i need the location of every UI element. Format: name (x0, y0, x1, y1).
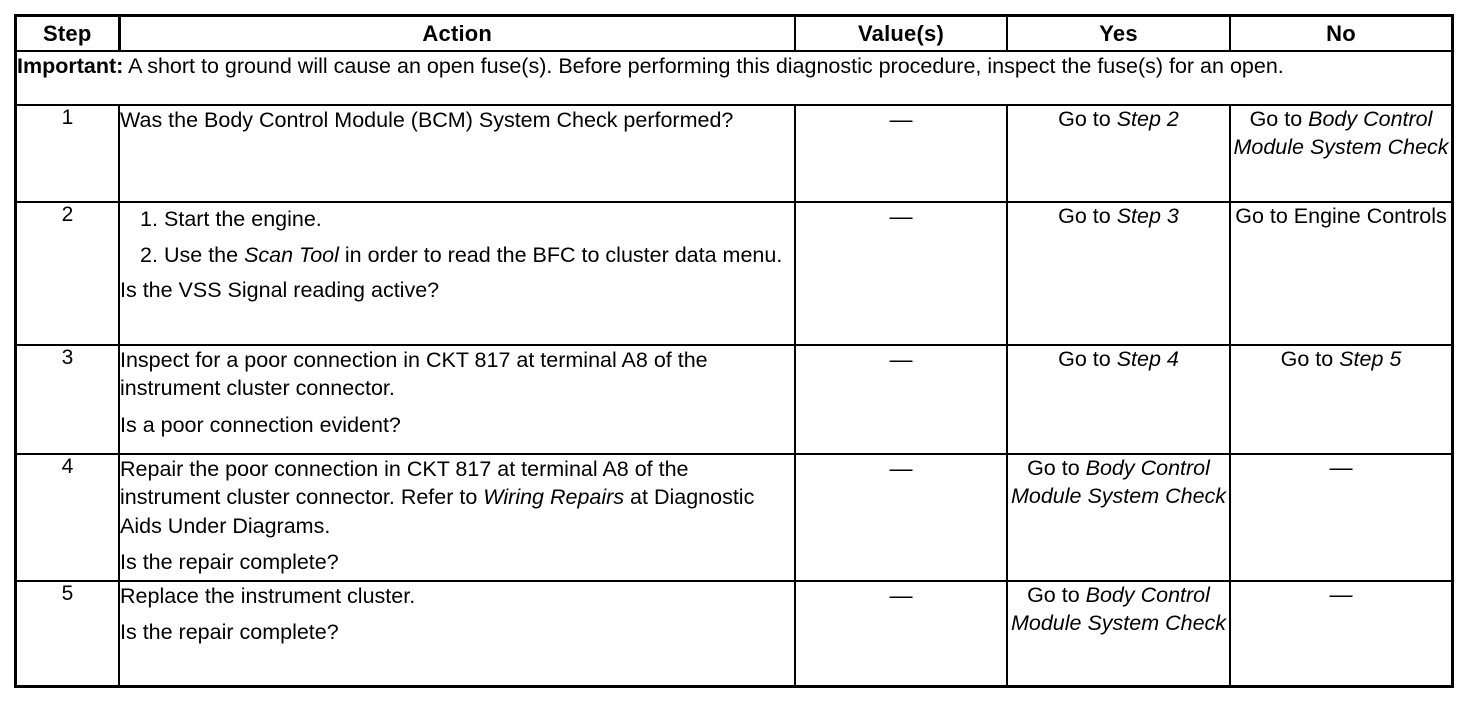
step-number: 4 (15, 453, 120, 582)
action-text: Replace the instrument cluster. (120, 584, 416, 608)
action-text: Inspect for a poor connection in CKT 817… (120, 348, 708, 401)
no-italic: Step 5 (1339, 347, 1402, 371)
table-row: 4 Repair the poor connection in CKT 817 … (15, 453, 1453, 582)
yes-plain: Go to (1058, 204, 1117, 228)
action-ordered-list: Start the engine. Use the Scan Tool in o… (120, 205, 794, 270)
yes-plain: Go to (1058, 107, 1117, 131)
yes-italic: Step 4 (1116, 347, 1179, 371)
step-number: 3 (15, 344, 120, 455)
yes-cell: Go to Step 4 (1006, 344, 1231, 455)
list-item-italic: Scan Tool (244, 243, 339, 268)
yes-plain: Go to (1027, 583, 1086, 607)
value-dash: — (889, 455, 913, 481)
column-header-step: Step (15, 15, 121, 52)
no-italic: Body Control Module System Check (1233, 107, 1449, 159)
no-cell: — (1229, 580, 1453, 687)
yes-cell: Go to Body Control Module System Check (1006, 453, 1231, 582)
table-row: 3 Inspect for a poor connection in CKT 8… (15, 344, 1453, 455)
yes-cell: Go to Step 2 (1006, 104, 1231, 203)
yes-plain: Go to (1058, 347, 1117, 371)
column-header-values: Value(s) (794, 15, 1008, 52)
no-plain: Go to (1280, 347, 1340, 371)
no-plain: Go to Engine Controls (1235, 204, 1447, 228)
action-question: Is the repair complete? (120, 620, 339, 645)
action-cell: Repair the poor connection in CKT 817 at… (118, 453, 796, 582)
yes-italic: Step 3 (1116, 204, 1179, 228)
action-question: Is a poor connection evident? (120, 412, 401, 437)
action-text: Was the Body Control Module (BCM) System… (120, 108, 734, 132)
table-row: 2 Start the engine. Use the Scan Tool in… (15, 201, 1453, 346)
diagnostic-procedure-table: Step Action Value(s) Yes No Important: A… (14, 14, 1454, 688)
action-cell: Inspect for a poor connection in CKT 817… (118, 344, 796, 455)
no-cell: Go to Body Control Module System Check (1229, 104, 1453, 203)
action-post: at Diagnostic Aids Under Diagrams. (120, 485, 755, 538)
table-row: 1 Was the Body Control Module (BCM) Syst… (15, 104, 1453, 203)
value-cell: — (794, 453, 1008, 582)
yes-italic: Step 2 (1116, 107, 1179, 131)
step-number: 1 (15, 104, 120, 203)
table-header-row: Step Action Value(s) Yes No (15, 15, 1453, 52)
yes-italic: Body Control Module System Check (1010, 456, 1227, 508)
list-item-text: Start the engine. (164, 207, 322, 231)
value-cell: — (794, 201, 1008, 346)
important-label: Important: (17, 54, 124, 78)
column-header-yes: Yes (1006, 15, 1231, 52)
value-cell: — (794, 580, 1008, 687)
important-text: A short to ground will cause an open fus… (123, 54, 1284, 78)
no-cell: Go to Step 5 (1229, 344, 1453, 455)
yes-cell: Go to Step 3 (1006, 201, 1231, 346)
important-notice-row: Important: A short to ground will cause … (15, 50, 1453, 106)
value-dash: — (889, 346, 913, 372)
column-header-action: Action (118, 15, 796, 52)
table-row: 5 Replace the instrument cluster. Is the… (15, 580, 1453, 687)
step-number: 2 (15, 201, 120, 346)
value-dash: — (889, 203, 913, 229)
no-cell: Go to Engine Controls (1229, 201, 1453, 346)
list-item-pre: Use the (164, 243, 245, 268)
no-dash: — (1329, 454, 1353, 480)
list-item: Use the Scan Tool in order to read the B… (134, 241, 794, 270)
step-number: 5 (15, 580, 120, 687)
list-item: Start the engine. (134, 205, 794, 234)
action-cell: Start the engine. Use the Scan Tool in o… (118, 201, 796, 346)
action-pre: Repair the poor connection in CKT 817 at… (120, 457, 689, 510)
value-dash: — (889, 106, 913, 132)
yes-italic: Body Control Module System Check (1010, 583, 1227, 635)
value-cell: — (794, 344, 1008, 455)
list-item-post: in order to read the BFC to cluster data… (338, 243, 783, 268)
action-cell: Was the Body Control Module (BCM) System… (118, 104, 796, 203)
important-notice-cell: Important: A short to ground will cause … (15, 50, 1453, 106)
yes-cell: Go to Body Control Module System Check (1006, 580, 1231, 687)
action-cell: Replace the instrument cluster. Is the r… (118, 580, 796, 687)
no-cell: — (1229, 453, 1453, 582)
action-italic: Wiring Repairs (483, 485, 625, 510)
value-cell: — (794, 104, 1008, 203)
no-plain: Go to (1249, 107, 1309, 131)
action-question: Is the repair complete? (120, 550, 339, 575)
value-dash: — (889, 582, 913, 608)
yes-plain: Go to (1027, 456, 1086, 480)
column-header-no: No (1229, 15, 1453, 52)
action-text: Repair the poor connection in CKT 817 at… (120, 455, 794, 540)
action-question: Is the VSS Signal reading active? (120, 277, 440, 302)
no-dash: — (1329, 581, 1353, 607)
